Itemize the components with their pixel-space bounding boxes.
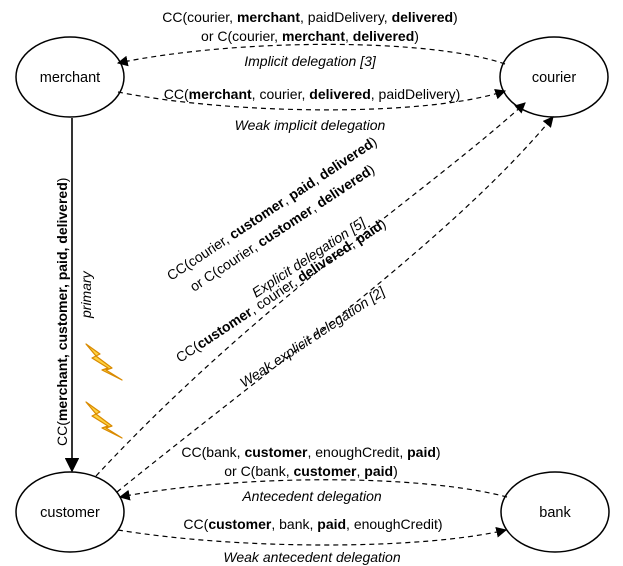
explicit-delegation-title: Explicit delegation [5] [249, 214, 369, 301]
customer-label: customer [40, 505, 100, 521]
weak-implicit-delegation-edge [117, 88, 507, 111]
implicit-delegation-edge [116, 43, 506, 67]
lightning-bolt-icon [85, 401, 123, 439]
weak-implicit-delegation-title: Weak implicit delegation [235, 117, 386, 133]
courier-label: courier [532, 70, 576, 86]
explicit-delegation-edge [95, 102, 526, 477]
implicit-delegation-title: Implicit delegation [3] [244, 53, 377, 69]
weak-explicit-delegation-edge [116, 116, 554, 493]
merchant-node: merchant [15, 36, 125, 118]
merchant-label: merchant [40, 70, 100, 86]
courier-node: courier [499, 36, 609, 118]
primary-title: primary [78, 270, 94, 319]
antecedent-delegation-edge [118, 479, 508, 501]
bank-label: bank [539, 505, 571, 521]
customer-node: customer [15, 471, 125, 553]
weak-antecedent-delegation-title: Weak antecedent delegation [223, 549, 400, 565]
bank-node: bank [500, 471, 610, 553]
weak-antecedent-commitment: CC(customer, bank, paid, enoughCredit) [183, 516, 442, 532]
implicit-commitment-line1: CC(courier, merchant, paidDelivery, deli… [162, 9, 457, 25]
antecedent-delegation-title: Antecedent delegation [241, 488, 382, 504]
antecedent-commitment-line2: or C(bank, customer, paid) [224, 463, 398, 479]
weak-antecedent-delegation-edge [117, 526, 508, 546]
implicit-commitment-line2: or C(courier, merchant, delivered) [201, 28, 419, 44]
lightning-bolt-icon [85, 343, 123, 381]
primary-commitment: CC(merchant, customer, paid, delivered) [54, 178, 70, 446]
antecedent-commitment-line1: CC(bank, customer, enoughCredit, paid) [181, 444, 440, 460]
explicit-commitment-line1: CC(courier, customer, paid, delivered) [164, 133, 380, 283]
weak-implicit-commitment: CC(merchant, courier, delivered, paidDel… [164, 86, 460, 102]
